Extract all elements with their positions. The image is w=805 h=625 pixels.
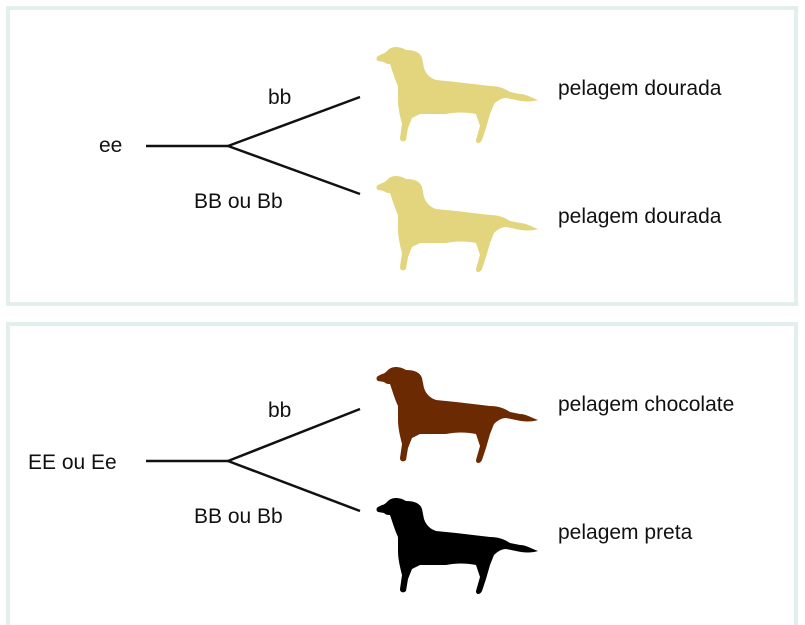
branch-genotype-label: bb xyxy=(268,399,292,422)
phenotype-label: pelagem chocolate xyxy=(558,393,735,416)
dog-silhouette-icon xyxy=(376,367,538,463)
branch-line-ee-BB xyxy=(227,144,361,196)
branch-genotype-label: BB ou Bb xyxy=(194,505,283,528)
dog-chocolate xyxy=(376,367,538,463)
phenotype-label: pelagem dourada xyxy=(558,205,722,228)
branch-genotype-label: bb xyxy=(268,86,292,109)
branch-line-ee-bb xyxy=(227,95,361,148)
dog-black xyxy=(376,498,538,594)
dog-silhouette-icon xyxy=(376,498,538,594)
root-genotype-label: ee xyxy=(99,134,123,157)
phenotype-label: pelagem preta xyxy=(558,521,693,544)
root-genotype-label: EE ou Ee xyxy=(28,451,117,474)
branch-genotype-label: BB ou Bb xyxy=(194,190,283,213)
phenotype-label: pelagem dourada xyxy=(558,77,722,100)
